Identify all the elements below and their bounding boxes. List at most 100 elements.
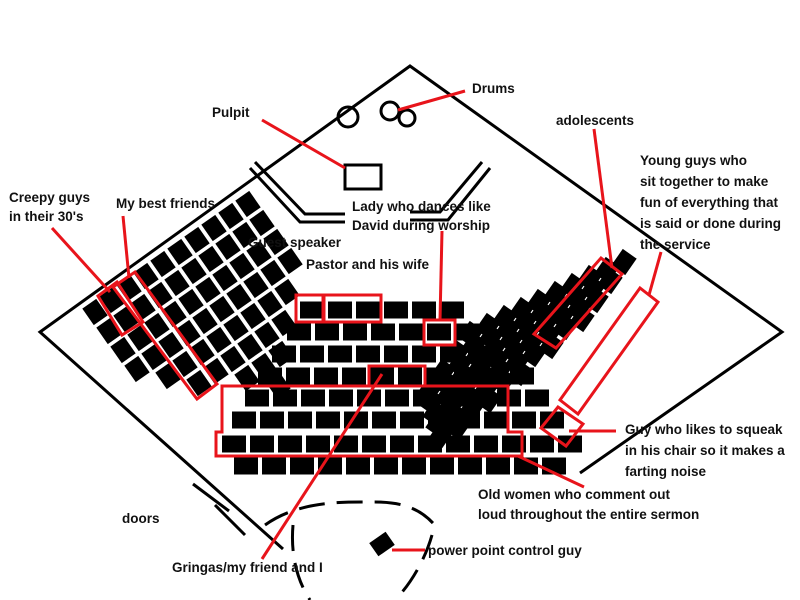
seat [540,411,564,429]
label-gringas: Gringas/my friend and I [172,560,323,575]
young-guys-leader [647,251,663,296]
seat [277,247,303,275]
seat [222,435,246,453]
label-lady-dances: Lady who dances like David during worshi… [352,199,495,233]
seat [258,367,282,385]
label-creepy-guys: Creepy guys in their 30's [9,190,94,224]
seat [178,288,204,316]
power-point-seat [369,531,395,557]
seat [329,389,353,407]
seat [371,323,395,341]
seat [232,411,256,429]
seat [260,411,284,429]
label-drums: Drums [472,81,515,96]
seat [262,457,286,475]
label-pastor: Pastor and his wife [306,257,430,272]
seat [273,389,297,407]
seat [512,411,536,429]
label-pulpit: Pulpit [212,105,250,120]
seat [384,345,408,363]
seat [398,367,422,385]
booth-curve [290,524,312,600]
seat [189,338,215,366]
seat [260,259,286,287]
seat [274,278,300,306]
young-guys-box [557,285,661,417]
seat [164,269,190,297]
seat [220,345,246,373]
seat [161,300,187,328]
seat [416,377,442,405]
seat [362,435,386,453]
booth-curve-right [393,534,434,600]
seat [203,357,229,385]
seat [212,264,238,292]
seat [133,262,159,290]
seat [209,295,235,323]
seat [458,320,484,348]
seat [232,221,258,249]
seat [150,250,176,278]
seat [287,323,311,341]
label-best-friends: My best friends [116,196,215,211]
left-seating-section [82,190,303,399]
seat [419,388,445,416]
seat [127,324,153,352]
seat [288,411,312,429]
seat [181,257,207,285]
old-women-leader [517,454,585,489]
seat [390,435,414,453]
highlight-boxes [95,255,661,458]
label-young-guys: Young guys who sit together to make fun … [640,153,785,252]
seat [356,345,380,363]
seat [384,301,408,319]
seat [175,319,201,347]
old-women-box [214,384,524,458]
seat [226,283,252,311]
seat [130,293,156,321]
label-adolescents: adolescents [556,113,634,128]
seat [215,233,241,261]
seat [147,281,173,309]
back-wall-curve [264,500,442,533]
label-power-point: power point control guy [428,543,582,558]
seat [186,369,212,397]
seat [113,305,139,333]
seat [300,301,324,319]
label-old-women: Old women who comment out loud throughou… [478,487,699,522]
adolescents-box [531,255,625,350]
seat [290,457,314,475]
seat [328,345,352,363]
seat [314,367,338,385]
seat [422,399,448,427]
creepy-guys-leader [50,226,112,294]
seat [372,411,396,429]
seat [315,323,339,341]
seat [158,331,184,359]
label-squeak-guy: Guy who likes to squeak in his chair so … [625,422,789,479]
squeak-guy-box [538,404,586,449]
seat [558,435,582,453]
seat [374,457,398,475]
lady-dances-box [422,318,457,347]
seat [484,411,508,429]
seat [301,389,325,407]
pulpit-icon [343,163,383,191]
seat [446,435,470,453]
seat [184,226,210,254]
center-seating-section [222,301,582,475]
seat [346,457,370,475]
seat [474,435,498,453]
seat [444,339,470,367]
seat [356,301,380,319]
seat [458,457,482,475]
seat [246,240,272,268]
seat [399,323,423,341]
seat [250,435,274,453]
seat [254,321,280,349]
seat [192,307,218,335]
drums-leader [397,89,466,112]
seat [82,298,108,326]
seat [306,435,330,453]
